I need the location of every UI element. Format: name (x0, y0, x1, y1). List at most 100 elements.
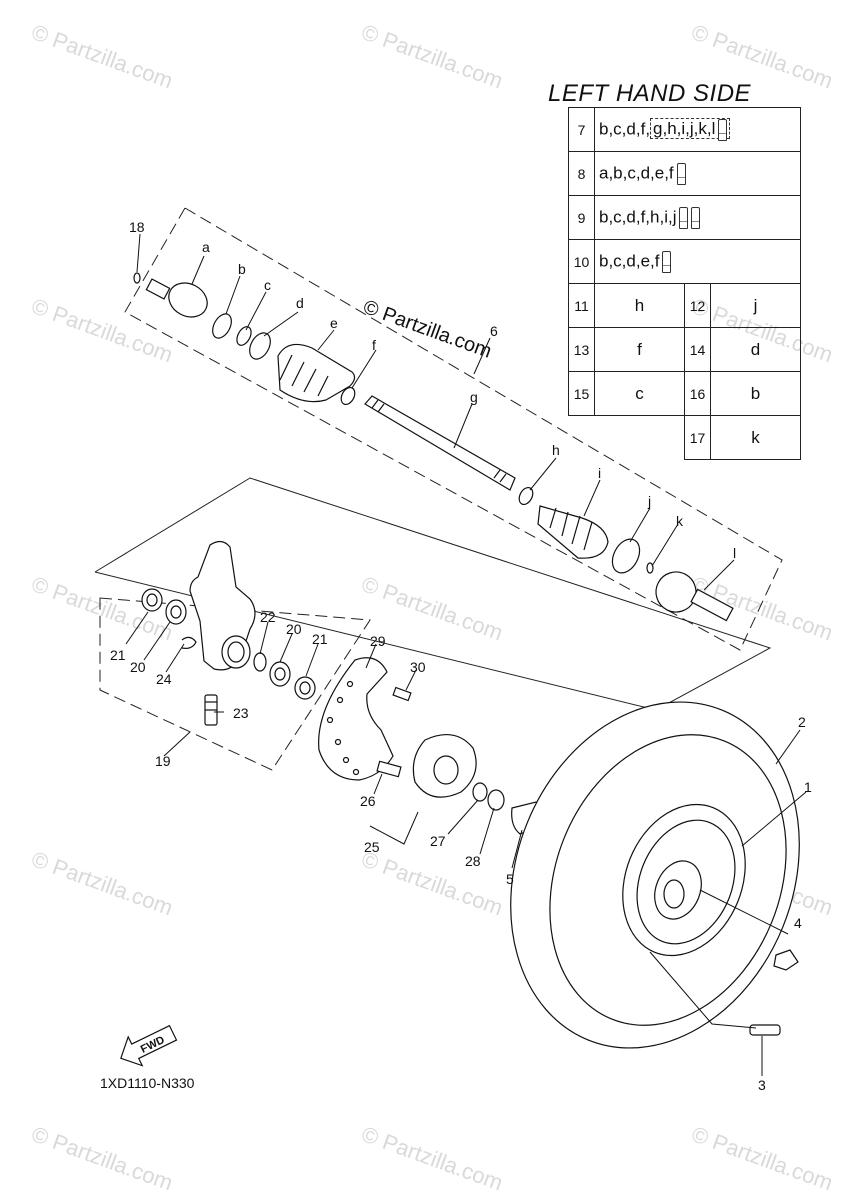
legend-num: 16 (684, 371, 711, 416)
watermark: © Partzilla.com (358, 1121, 506, 1195)
legend-num: 10 (568, 239, 595, 284)
letter-d: d (296, 295, 304, 311)
callout-27: 27 (430, 833, 446, 849)
comma: , (645, 118, 651, 138)
legend-row: 7 b,c,d,f,g,h,i,j,k,l (568, 107, 801, 152)
copyright-label: © Partzilla.com (360, 296, 494, 363)
legend-num: 15 (568, 371, 595, 416)
callout-29: 29 (370, 633, 386, 649)
nut-28 (487, 789, 505, 811)
legend-value: b (710, 371, 801, 416)
letter-g: g (470, 389, 478, 405)
grease-tube-icon (662, 250, 672, 273)
grease-tube-icon (676, 162, 686, 185)
legend-empty (595, 416, 685, 460)
callout-18: 18 (129, 219, 145, 235)
legend-value: j (710, 283, 801, 328)
legend-parts-text: b,c,d,e,f (599, 250, 660, 270)
legend-pair-row: 17 k (569, 415, 801, 460)
grease-tube-icon (679, 206, 689, 229)
legend-row: 10 b,c,d,e,f (568, 239, 801, 284)
letter-h: h (552, 442, 560, 458)
hub-brake-assembly (318, 657, 544, 835)
callout-6: 6 (490, 323, 498, 339)
letter-labels: a b c d e f g h i j k l (202, 239, 736, 561)
legend-pair-row: 15 c 16 b (568, 371, 801, 416)
legend-num: 7 (568, 107, 595, 152)
legend-value: k (710, 415, 801, 460)
knuckle-assembly (141, 540, 316, 726)
callout-23: 23 (233, 705, 249, 721)
legend-parts: b,c,d,e,f (594, 239, 801, 284)
callout-5: 5 (506, 871, 514, 887)
legend-empty (569, 416, 595, 460)
grease-tube-icon (691, 206, 701, 229)
letter-f: f (372, 337, 376, 353)
callout-numbers: 18 6 21 20 24 22 20 21 23 19 29 30 26 25… (110, 219, 812, 1093)
boot-e (277, 343, 356, 403)
legend-boxed-parts: g,h,i,j,k,l (650, 117, 731, 141)
callout-21-right: 21 (312, 631, 328, 647)
letter-i: i (598, 465, 601, 481)
driveshaft-group-outline (124, 207, 783, 651)
wheel-assembly (510, 701, 800, 1049)
legend-value: c (594, 371, 685, 416)
watermark: © Partzilla.com (28, 293, 176, 367)
callout-1: 1 (804, 779, 812, 795)
letter-k: k (676, 513, 684, 529)
callout-28: 28 (465, 853, 481, 869)
clip-k (646, 562, 654, 574)
legend-num: 13 (568, 327, 595, 372)
letter-l: l (733, 545, 736, 561)
legend-parts-text: a,b,c,d,e,f (599, 162, 674, 182)
valve-3 (749, 1024, 781, 1036)
watermark: © Partzilla.com (28, 846, 176, 920)
legend-num: 17 (684, 415, 711, 460)
callout-24: 24 (156, 671, 172, 687)
callout-22: 22 (260, 609, 276, 625)
shaft-g (364, 395, 516, 491)
group-outlines (94, 207, 783, 771)
outer-joint-spline (145, 278, 171, 300)
legend-parts-text: b,c,d,f (599, 118, 646, 138)
callout-20-right: 20 (286, 621, 302, 637)
outer-joint-a (168, 282, 208, 318)
watermark: © Partzilla.com (688, 1121, 836, 1195)
callout-30: 30 (410, 659, 426, 675)
legend-num: 12 (684, 283, 711, 328)
legend-table: 7 b,c,d,f,g,h,i,j,k,l 8 a,b,c,d,e,f 9 b,… (568, 107, 801, 460)
watermark: © Partzilla.com (358, 19, 506, 93)
legend-title: LEFT HAND SIDE (548, 80, 752, 107)
bolt-30 (392, 686, 412, 702)
letter-j: j (647, 493, 651, 509)
legend-parts: b,c,d,f,g,h,i,j,k,l (594, 107, 801, 152)
circlip-b (212, 313, 232, 339)
legend-value: f (594, 327, 685, 372)
snap-ring-18 (133, 272, 141, 284)
watermark: © Partzilla.com (358, 846, 506, 920)
legend-boxed-text: g,h,i,j,k,l (653, 118, 716, 138)
legend-row: 8 a,b,c,d,e,f (568, 151, 801, 196)
fwd-arrow: FWD (120, 1024, 178, 1067)
letter-a: a (202, 239, 210, 255)
circlip-24 (181, 636, 197, 649)
diagram-code: 1XD1110-N330 (100, 1075, 195, 1091)
spacer-22 (253, 652, 267, 672)
callout-4: 4 (794, 915, 802, 931)
legend-num: 14 (684, 327, 711, 372)
watermark: © Partzilla.com (28, 19, 176, 93)
callout-26: 26 (360, 793, 376, 809)
callout-3: 3 (758, 1077, 766, 1093)
band-h (518, 486, 534, 506)
letter-e: e (330, 315, 338, 331)
nut-4 (773, 949, 799, 971)
legend-parts: b,c,d,f,h,i,j (594, 195, 801, 240)
knuckle-group-outline (94, 477, 772, 711)
leader-lines (125, 233, 807, 1076)
clip-c (236, 326, 252, 346)
legend-pair-row: 13 f 14 d (568, 327, 801, 372)
brake-disc-29 (318, 657, 394, 781)
callout-21-left: 21 (110, 647, 126, 663)
legend-row: 9 b,c,d,f,h,i,j (568, 195, 801, 240)
fwd-label: FWD (139, 1034, 167, 1056)
